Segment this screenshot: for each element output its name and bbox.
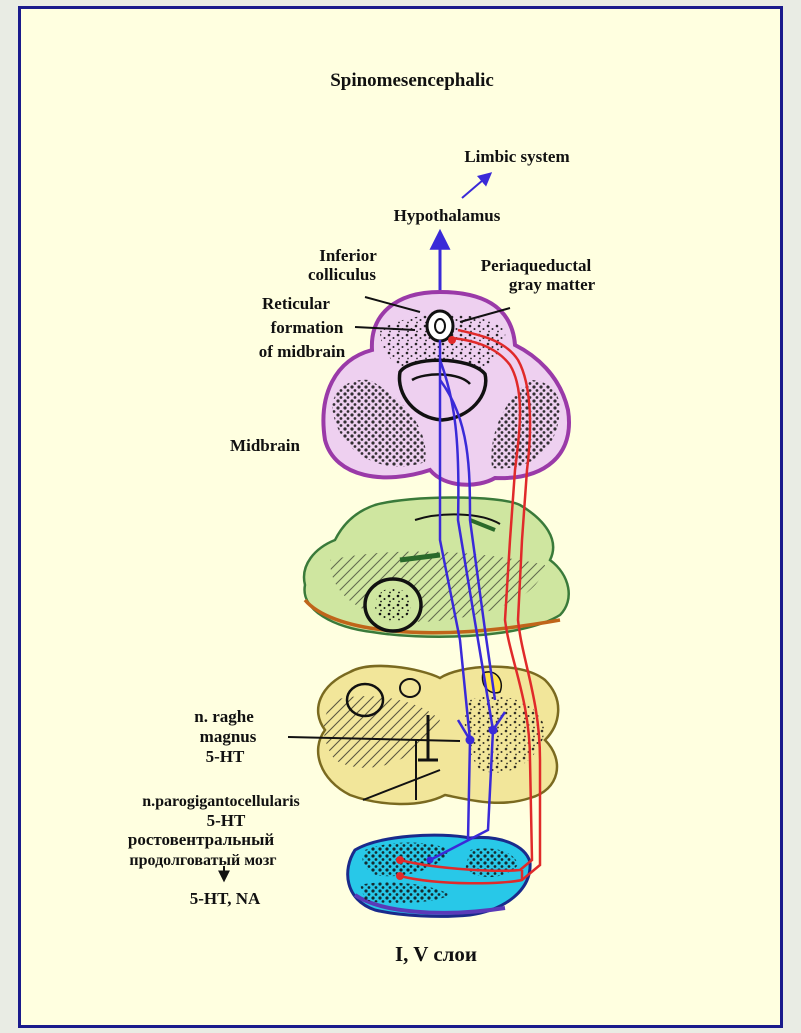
red-neuron-dot-1: [396, 856, 404, 864]
label-raphe-1: n. raghe: [194, 707, 254, 726]
pons-section: [304, 498, 569, 637]
label-rostroventral-1: ростовентральный: [128, 830, 274, 849]
to-limbic-arrow: [462, 174, 490, 198]
label-reticular-2: formation: [271, 318, 344, 337]
label-inferior-colliculus-2: colliculus: [308, 265, 376, 284]
label-inferior-colliculus-1: Inferior: [319, 246, 377, 265]
raphe-neuron-dot-1: [466, 736, 475, 745]
label-raphe-3: 5-HT: [206, 747, 245, 766]
raphe-neuron-dot-2: [489, 726, 498, 735]
spinal-terminal-dot: [427, 857, 434, 864]
red-terminal-dot: [448, 336, 456, 344]
label-midbrain: Midbrain: [230, 436, 300, 455]
label-paragig-2: 5-HT: [207, 811, 246, 830]
label-paragig-1: n.parogigantocellularis: [142, 793, 300, 810]
diagram-title: Spinomesencephalic: [330, 70, 494, 91]
label-limbic-system: Limbic system: [464, 147, 569, 166]
label-raphe-2: magnus: [200, 727, 257, 746]
label-periaqueductal-1: Periaqueductal: [481, 256, 592, 275]
medulla-section: [318, 666, 558, 804]
aqueduct: [427, 311, 453, 341]
red-neuron-dot-2: [396, 872, 404, 880]
label-neurotransmitters: 5-HT, NA: [190, 889, 261, 908]
label-reticular-3: of midbrain: [259, 342, 346, 361]
label-reticular-1: Reticular: [262, 294, 330, 313]
label-periaqueductal-2: gray matter: [509, 275, 596, 294]
spinal-cord-section: [348, 835, 530, 916]
label-hypothalamus: Hypothalamus: [394, 206, 501, 225]
label-layers: I, V слои: [395, 942, 477, 966]
label-rostroventral-2: продолговатый мозг: [129, 852, 276, 869]
